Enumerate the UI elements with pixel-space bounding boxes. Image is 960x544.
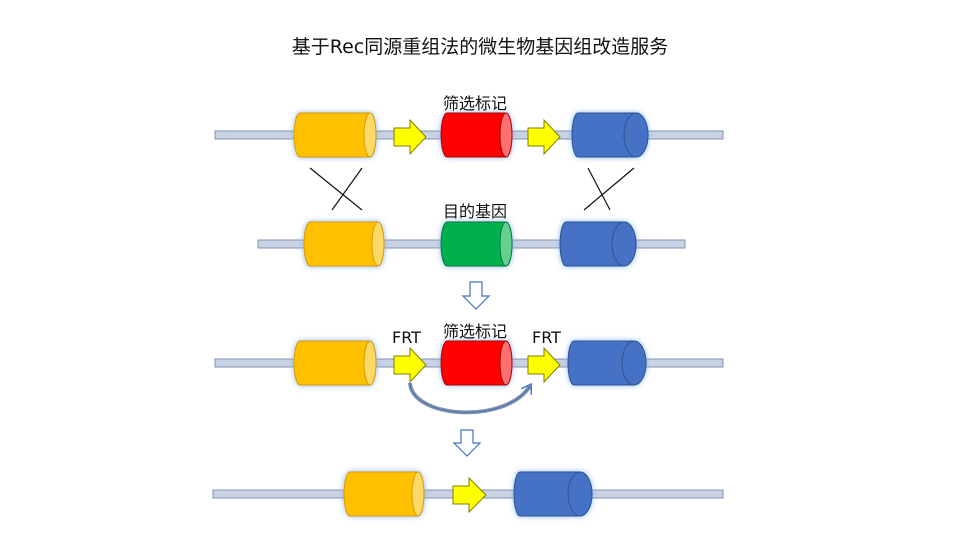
homology-arm-right-row2 (559, 221, 637, 267)
label-target-gene: 目的基因 (443, 202, 508, 221)
label-selection-marker-mid: 筛选标记 (443, 322, 508, 341)
diagram-title: 基于Rec同源重组法的微生物基因组改造服务 (291, 36, 669, 58)
promoter-arrow-row1-b (527, 118, 561, 156)
homology-arm-left-row1 (293, 112, 377, 158)
selection-marker-row1 (440, 112, 513, 158)
frt-arrow-right (527, 346, 561, 384)
frt-arrow-left (393, 346, 427, 384)
label-frt-left: FRT (392, 328, 421, 347)
target-gene-row2 (440, 221, 513, 267)
step-arrow-down-1 (461, 281, 491, 310)
excision-curve-arrow-head (409, 383, 530, 413)
promoter-arrow-row1-a (393, 118, 427, 156)
label-frt-right: FRT (532, 328, 561, 347)
step-arrow-down-2 (452, 429, 482, 457)
homology-arm-right-row1 (571, 112, 649, 158)
selection-marker-row3 (440, 340, 513, 386)
homology-arm-left-row3 (293, 340, 377, 386)
homology-arm-left-row4 (343, 471, 425, 517)
crossover-right (583, 167, 635, 211)
frt-scar-arrow-row4 (452, 476, 487, 514)
label-selection-marker-top: 筛选标记 (443, 94, 508, 113)
excision-curve-arrow (408, 382, 532, 415)
crossover-left (309, 167, 363, 211)
homology-arm-right-row3 (567, 340, 647, 386)
homology-arm-right-row4 (513, 471, 593, 517)
homology-arm-left-row2 (303, 221, 385, 267)
